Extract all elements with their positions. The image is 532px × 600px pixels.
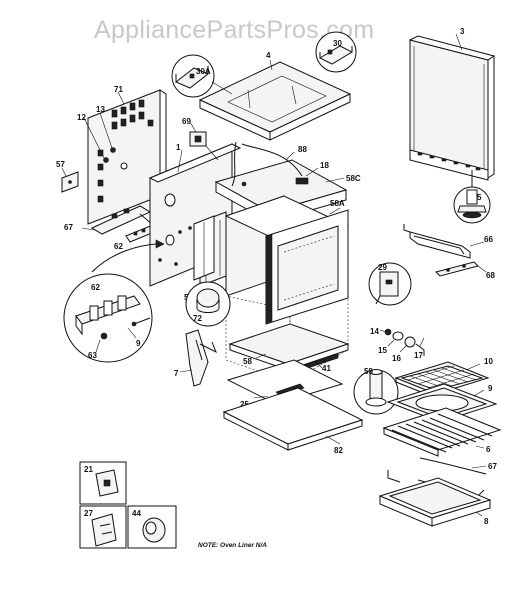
- part-9-broil-pan: [386, 383, 498, 423]
- part-30-bracket-callout: [315, 31, 357, 73]
- label-part-58c: 58C: [346, 174, 361, 183]
- label-part-3: 3: [460, 27, 465, 36]
- label-part-5: 5: [477, 193, 482, 202]
- label-part-13: 13: [96, 105, 105, 114]
- part-58-bottom-insulation: [228, 323, 350, 371]
- oven-liner-note: NOTE: Oven Liner N/A: [198, 542, 267, 549]
- label-part-9-terminal: 9: [136, 339, 141, 348]
- label-part-30a: 30A: [196, 67, 211, 76]
- label-part-16: 16: [392, 354, 401, 363]
- label-part-62-lower: 62: [91, 283, 100, 292]
- label-part-25: 25: [240, 400, 249, 409]
- part-3-rear-panel: [408, 33, 496, 181]
- part-58a-front-frame: [265, 207, 349, 325]
- part-8-drip-tray: [378, 477, 492, 527]
- part-57-bracket: [61, 167, 79, 193]
- label-part-10: 10: [484, 357, 493, 366]
- part-66-broil-element: [403, 224, 485, 259]
- part-88-18-wiring: [231, 141, 319, 187]
- inset-part-44: [127, 505, 177, 549]
- label-part-59: 59: [364, 367, 373, 376]
- inset-part-27: [79, 505, 127, 549]
- label-part-58: 58: [243, 357, 252, 366]
- part-14-17-fittings: [379, 328, 425, 356]
- part-71-side-panel: [87, 89, 167, 225]
- part-30a-bracket-callout: [171, 54, 233, 98]
- part-13-12-fasteners: [83, 112, 128, 170]
- part-4-top-frame: [198, 59, 352, 141]
- label-part-14: 14: [370, 327, 379, 336]
- label-part-12: 12: [77, 113, 86, 122]
- label-part-68: 68: [486, 271, 495, 280]
- part-5-leveling-leg: [453, 170, 491, 224]
- label-part-57: 57: [56, 160, 65, 169]
- label-part-63: 63: [88, 351, 97, 360]
- part-6-oven-rack: [382, 407, 502, 457]
- label-part-17: 17: [414, 351, 423, 360]
- label-part-30: 30: [333, 39, 342, 48]
- label-part-29: 29: [378, 263, 387, 272]
- label-part-71: 71: [114, 85, 123, 94]
- label-part-7: 7: [174, 369, 179, 378]
- label-part-15: 15: [378, 346, 387, 355]
- part-59-sensor-callout: [353, 369, 399, 415]
- label-part-69: 69: [182, 117, 191, 126]
- label-part-67-upper: 67: [64, 223, 73, 232]
- label-part-72: 72: [193, 314, 202, 323]
- part-68-bracket: [435, 261, 487, 277]
- part-58c-top-panel: [214, 159, 348, 223]
- label-part-21: 21: [84, 465, 93, 474]
- label-part-58a: 58A: [330, 199, 345, 208]
- label-part-88: 88: [298, 145, 307, 154]
- label-part-82: 82: [334, 446, 343, 455]
- part-82-bottom-panel: [222, 387, 364, 451]
- part-7-door-hinge: [179, 329, 217, 387]
- label-part-67-lower: 67: [488, 462, 497, 471]
- label-part-66: 66: [484, 235, 493, 244]
- part-72-cap-callout: [185, 281, 231, 327]
- label-part-62-upper: 62: [114, 242, 123, 251]
- label-part-4: 4: [266, 51, 271, 60]
- label-part-8: 8: [484, 517, 489, 526]
- label-part-27: 27: [84, 509, 93, 518]
- part-29-latch-callout: [368, 262, 412, 306]
- label-part-9-broil-pan: 9: [488, 384, 493, 393]
- inset-part-21: [79, 461, 127, 505]
- label-part-18: 18: [320, 161, 329, 170]
- label-part-41: 41: [322, 364, 331, 373]
- part-62-63-9-terminal-detail: [63, 239, 165, 363]
- label-part-1: 1: [176, 143, 181, 152]
- label-part-6: 6: [486, 445, 491, 454]
- label-part-44: 44: [132, 509, 141, 518]
- part-69-switch: [189, 121, 219, 161]
